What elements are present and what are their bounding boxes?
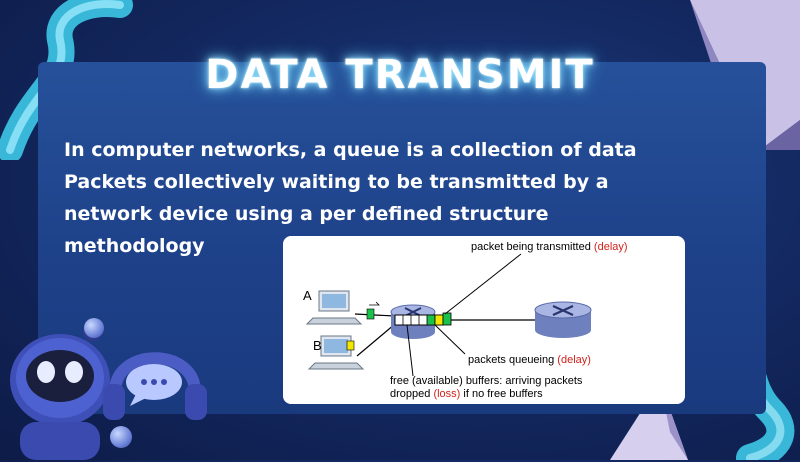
body-line: methodology xyxy=(64,235,205,257)
body-line: In computer networks, a queue is a colle… xyxy=(64,139,637,161)
callout-buffers xyxy=(406,324,414,377)
queueing-label: packets queueing (delay) xyxy=(468,354,591,366)
robot-mascot-icon xyxy=(10,323,110,460)
arrow-icon xyxy=(369,301,380,306)
queued-packet xyxy=(426,314,436,326)
link-a xyxy=(354,313,396,317)
router-icon xyxy=(534,301,592,338)
buffers-label-line1: free (available) buffers: arriving packe… xyxy=(390,375,583,387)
transmitting-packet xyxy=(442,312,452,326)
body-line: Packets collectively waiting to be trans… xyxy=(64,171,609,193)
link-b xyxy=(356,323,396,357)
chat-bubble-icon xyxy=(126,364,182,406)
floating-bubble-decoration xyxy=(110,426,132,448)
host-a-label: A xyxy=(303,288,312,303)
body-line: network device using a per defined struc… xyxy=(64,203,549,225)
queue-diagram: A B xyxy=(303,241,628,400)
slide-body-text: In computer networks, a queue is a colle… xyxy=(64,134,674,262)
packet-yellow xyxy=(346,340,355,351)
buffers-label-line2: dropped (loss) if no free buffers xyxy=(390,388,543,400)
callout-queueing xyxy=(434,324,466,355)
transmitted-label: packet being transmitted (delay) xyxy=(471,241,628,253)
ribbon-top-left-decoration xyxy=(0,0,133,160)
queue-diagram-card: A B xyxy=(283,236,685,404)
slide-title: DATA TRANSMIT xyxy=(205,52,595,98)
packet-green xyxy=(366,308,375,320)
callout-transmitted xyxy=(444,253,522,315)
computer-icon xyxy=(305,290,363,325)
floating-bubble-decoration xyxy=(84,318,104,338)
headphones-icon xyxy=(103,352,207,420)
queued-packet xyxy=(434,314,444,326)
host-b-label: B xyxy=(313,338,322,353)
